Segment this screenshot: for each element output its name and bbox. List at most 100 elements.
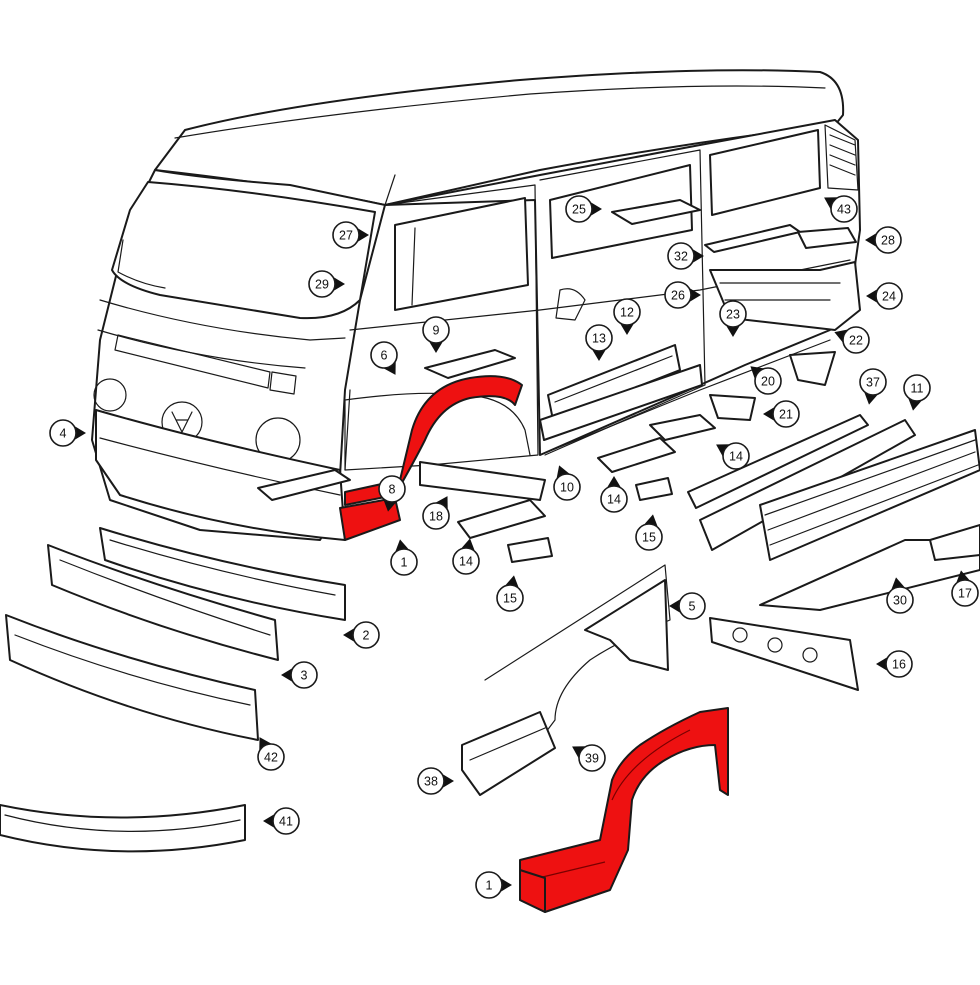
callout-number: 18	[429, 510, 443, 524]
callout-pointer	[591, 348, 607, 361]
callout-number: 37	[866, 376, 880, 390]
callout-circle	[417, 767, 445, 795]
callout-circle	[370, 341, 398, 369]
callout-number: 1	[401, 556, 408, 570]
callout-circle	[667, 242, 695, 270]
callout-12: 12	[613, 298, 641, 335]
callout-circle	[290, 661, 318, 689]
loose-wheel-arch-panel-highlight	[519, 707, 729, 913]
callout-pointer	[281, 667, 294, 683]
callout-number: 2	[363, 629, 370, 643]
callout-number: 8	[389, 483, 396, 497]
callout-circle	[951, 579, 979, 607]
callout-circle	[257, 743, 285, 771]
callout-number: 11	[911, 382, 924, 396]
callout-circle	[272, 807, 300, 835]
callout-circle	[49, 419, 77, 447]
callout-39: 39	[572, 744, 606, 772]
callout-number: 38	[424, 775, 438, 789]
callout-circle	[772, 400, 800, 428]
callout-2: 2	[343, 621, 380, 649]
callout-number: 14	[459, 555, 473, 569]
callout-26: 26	[664, 281, 701, 309]
callout-circle	[874, 226, 902, 254]
callout-pointer	[343, 627, 356, 643]
callout-pointer	[73, 425, 86, 441]
callout-number: 6	[381, 349, 388, 363]
callout-13: 13	[585, 324, 613, 361]
callout-number: 4	[60, 427, 67, 441]
callout-number: 20	[761, 375, 775, 389]
callout-number: 16	[892, 658, 906, 672]
callout-number: 29	[315, 278, 329, 292]
callout-16: 16	[876, 650, 913, 678]
callout-42: 42	[257, 737, 285, 771]
front-wheel-arch-panel-highlight	[339, 375, 523, 541]
callout-38: 38	[417, 767, 454, 795]
callout-circle	[722, 442, 750, 470]
callout-24: 24	[866, 282, 903, 310]
callout-circle	[859, 368, 887, 396]
callout-number: 23	[726, 308, 740, 322]
callout-number: 12	[620, 306, 634, 320]
callout-15: 15	[635, 514, 663, 551]
callout-circle	[332, 221, 360, 249]
callout-3: 3	[281, 661, 318, 689]
callout-9: 9	[422, 316, 450, 353]
callout-circle	[422, 316, 450, 344]
callout-number: 32	[674, 250, 688, 264]
callout-badges: 1123456891011121314141415151617182021222…	[49, 195, 979, 899]
callout-14: 14	[600, 476, 628, 513]
callout-pointer	[866, 288, 879, 304]
callout-number: 1	[486, 879, 493, 893]
callout-1: 1	[390, 539, 418, 576]
callout-circle	[903, 374, 931, 402]
callout-circle	[885, 650, 913, 678]
callout-17: 17	[951, 570, 979, 607]
callout-pointer	[428, 340, 444, 353]
callout-number: 5	[689, 600, 696, 614]
callout-number: 39	[585, 752, 599, 766]
callout-circle	[422, 502, 450, 530]
callout-circle	[585, 324, 613, 352]
callout-number: 13	[592, 332, 606, 346]
callout-number: 15	[503, 592, 517, 606]
callout-pointer	[263, 813, 276, 829]
callout-circle	[390, 548, 418, 576]
callout-11: 11	[903, 374, 931, 411]
callout-pointer	[441, 773, 454, 789]
callout-41: 41	[263, 807, 300, 835]
callout-pointer	[589, 201, 602, 217]
callout-4: 4	[49, 419, 86, 447]
callout-pointer	[763, 406, 776, 422]
callout-circle	[553, 473, 581, 501]
callout-pointer	[669, 598, 682, 614]
callout-pointer	[688, 287, 701, 303]
callout-pointer	[356, 227, 369, 243]
callout-circle	[754, 367, 782, 395]
callout-circle	[475, 871, 503, 899]
callout-18: 18	[422, 496, 450, 530]
callout-pointer	[332, 276, 345, 292]
callout-25: 25	[565, 195, 602, 223]
callout-number: 24	[882, 290, 896, 304]
callout-14: 14	[452, 538, 480, 575]
callout-number: 30	[893, 594, 907, 608]
callout-27: 27	[332, 221, 369, 249]
callout-number: 10	[560, 481, 574, 495]
callout-circle	[352, 621, 380, 649]
callout-circle	[613, 298, 641, 326]
callout-number: 22	[849, 334, 863, 348]
callout-10: 10	[553, 465, 581, 501]
callout-circle	[830, 195, 858, 223]
callout-circle	[496, 584, 524, 612]
loose-parts	[0, 199, 980, 853]
callout-21: 21	[763, 400, 800, 428]
callout-32: 32	[667, 242, 704, 270]
callout-pointer	[499, 877, 512, 893]
callout-pointer	[876, 656, 889, 672]
callout-number: 28	[881, 234, 895, 248]
callout-15: 15	[496, 575, 524, 612]
